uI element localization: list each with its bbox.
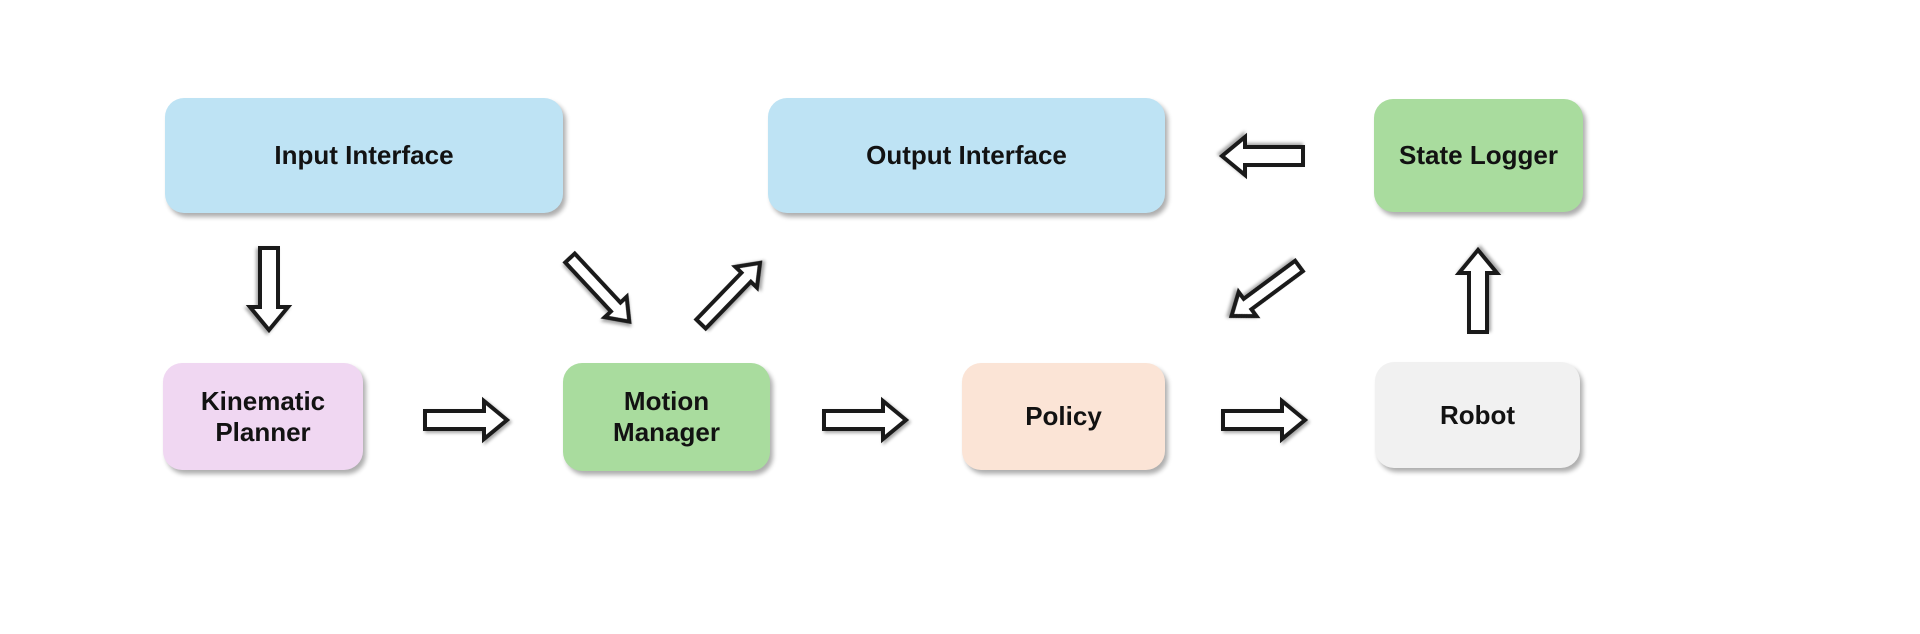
node-kinematic-planner: Kinematic Planner	[163, 363, 363, 470]
node-input-interface-label: Input Interface	[274, 140, 454, 170]
node-input-interface: Input Interface	[165, 98, 563, 213]
node-motion-manager-label: Motion Manager	[613, 386, 720, 447]
node-robot-label: Robot	[1439, 399, 1516, 430]
arrow-input-interface-to-kinematic-planner	[245, 246, 293, 334]
node-motion-manager: Motion Manager	[563, 363, 770, 471]
node-output-interface-label: Output Interface	[866, 140, 1067, 170]
node-kinematic-planner-label: Kinematic Planner	[200, 385, 326, 447]
arrow-policy-to-robot	[1221, 396, 1309, 444]
arrow-motion-manager-to-output-interface	[693, 260, 763, 332]
node-state-logger-label: State Logger	[1399, 140, 1558, 170]
node-robot: Robot	[1375, 362, 1580, 468]
arrow-kinematic-planner-to-motion-manager	[423, 396, 511, 444]
node-policy: Policy	[962, 363, 1165, 470]
node-policy-label: Policy	[1025, 401, 1102, 431]
arrow-motion-manager-to-policy	[822, 396, 910, 444]
node-state-logger: State Logger	[1374, 99, 1583, 212]
arrow-input-interface-to-motion-manager	[562, 250, 632, 325]
arrow-state-logger-to-policy	[1228, 257, 1306, 319]
arrow-state-logger-to-output-interface	[1218, 132, 1305, 180]
node-output-interface: Output Interface	[768, 98, 1165, 213]
arrow-robot-to-state-logger	[1454, 246, 1502, 334]
